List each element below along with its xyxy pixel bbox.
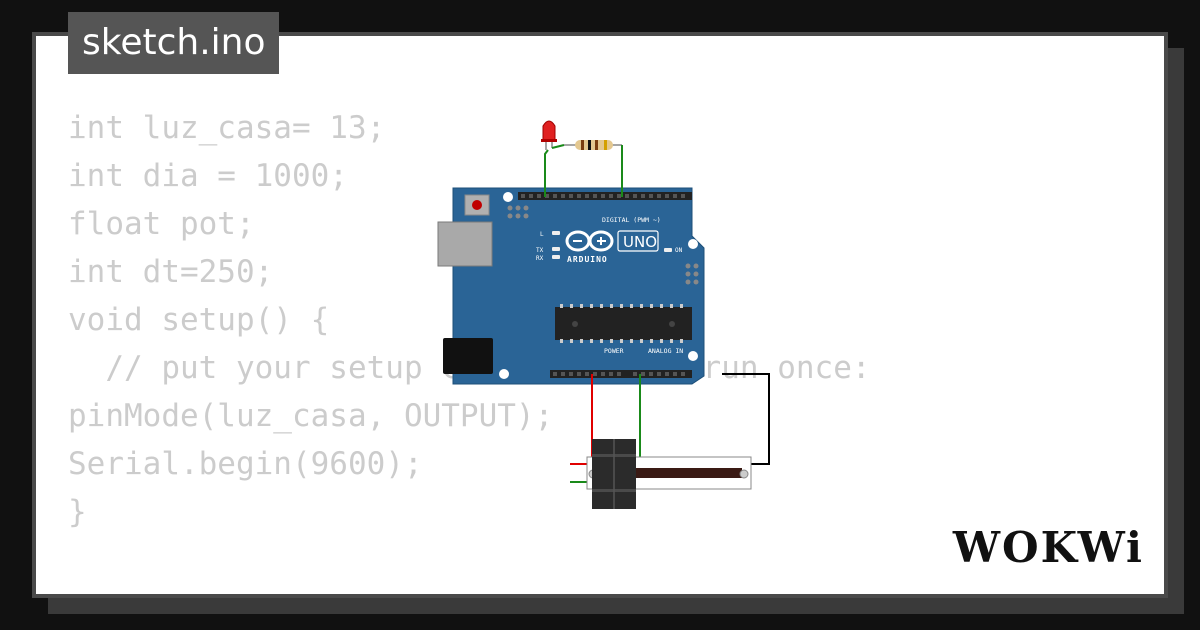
chip-dot — [669, 321, 675, 327]
icsp-header-top — [507, 205, 529, 219]
wire-led-gnd — [544, 149, 549, 197]
icsp-header-right — [685, 263, 699, 285]
led-on — [664, 248, 672, 252]
led-rx — [552, 255, 560, 259]
code-line: } — [68, 494, 87, 530]
digital-label: DIGITAL (PWM ~) — [602, 216, 661, 224]
power-analog-header-pins — [553, 372, 685, 376]
label-tx: TX — [536, 247, 544, 254]
resistor[interactable] — [564, 140, 622, 150]
uno-label: UNO — [623, 233, 657, 251]
wokwi-logo: WOKWi — [952, 523, 1144, 572]
label-on: ON — [675, 247, 683, 254]
red-led[interactable] — [541, 120, 557, 150]
preview-card: int luz_casa= 13; int dia = 1000; float po… — [32, 32, 1168, 598]
arduino-logo-icon — [565, 230, 614, 252]
wire-gnd — [722, 373, 770, 465]
chip-pins — [560, 304, 683, 343]
code-line: int dia = 1000; — [68, 158, 348, 194]
mounting-hole — [503, 192, 513, 202]
arduino-label: ARDUINO — [567, 255, 608, 264]
led-tx — [552, 247, 560, 251]
power-jack — [443, 338, 493, 374]
wire-led-resistor — [551, 144, 565, 149]
mounting-hole — [499, 369, 509, 379]
digital-header-pins — [521, 194, 685, 198]
code-line: int luz_casa= 13; — [68, 110, 386, 146]
uno-label-box — [617, 230, 659, 252]
reset-button-cap — [472, 200, 482, 210]
file-title-tab: sketch.ino — [68, 12, 280, 74]
analog-label: ANALOG IN — [648, 347, 683, 355]
label-l: L — [540, 231, 544, 238]
code-line: int dt=250; — [68, 254, 274, 290]
code-line: float pot; — [68, 206, 255, 242]
code-line: void loop() { — [68, 584, 871, 594]
power-label: POWER — [604, 347, 624, 355]
code-line: pinMode(luz_casa, OUTPUT); — [68, 398, 554, 434]
slide-potentiometer[interactable] — [586, 439, 752, 509]
label-rx: RX — [536, 255, 544, 262]
pot-screw — [739, 469, 749, 479]
led-l — [552, 231, 560, 235]
code-line: Serial.begin(9600); — [68, 446, 423, 482]
circuit-diagram: DIGITAL (PWM ~) L TX RX ON UNO ARDUINO — [437, 120, 770, 509]
mounting-hole — [688, 351, 698, 361]
usb-port — [437, 221, 493, 267]
chip-notch — [572, 321, 578, 327]
code-line: void setup() { — [68, 302, 330, 338]
arduino-uno-board[interactable]: DIGITAL (PWM ~) L TX RX ON UNO ARDUINO — [437, 187, 705, 385]
mounting-hole — [688, 239, 698, 249]
wire-5v — [570, 374, 593, 465]
